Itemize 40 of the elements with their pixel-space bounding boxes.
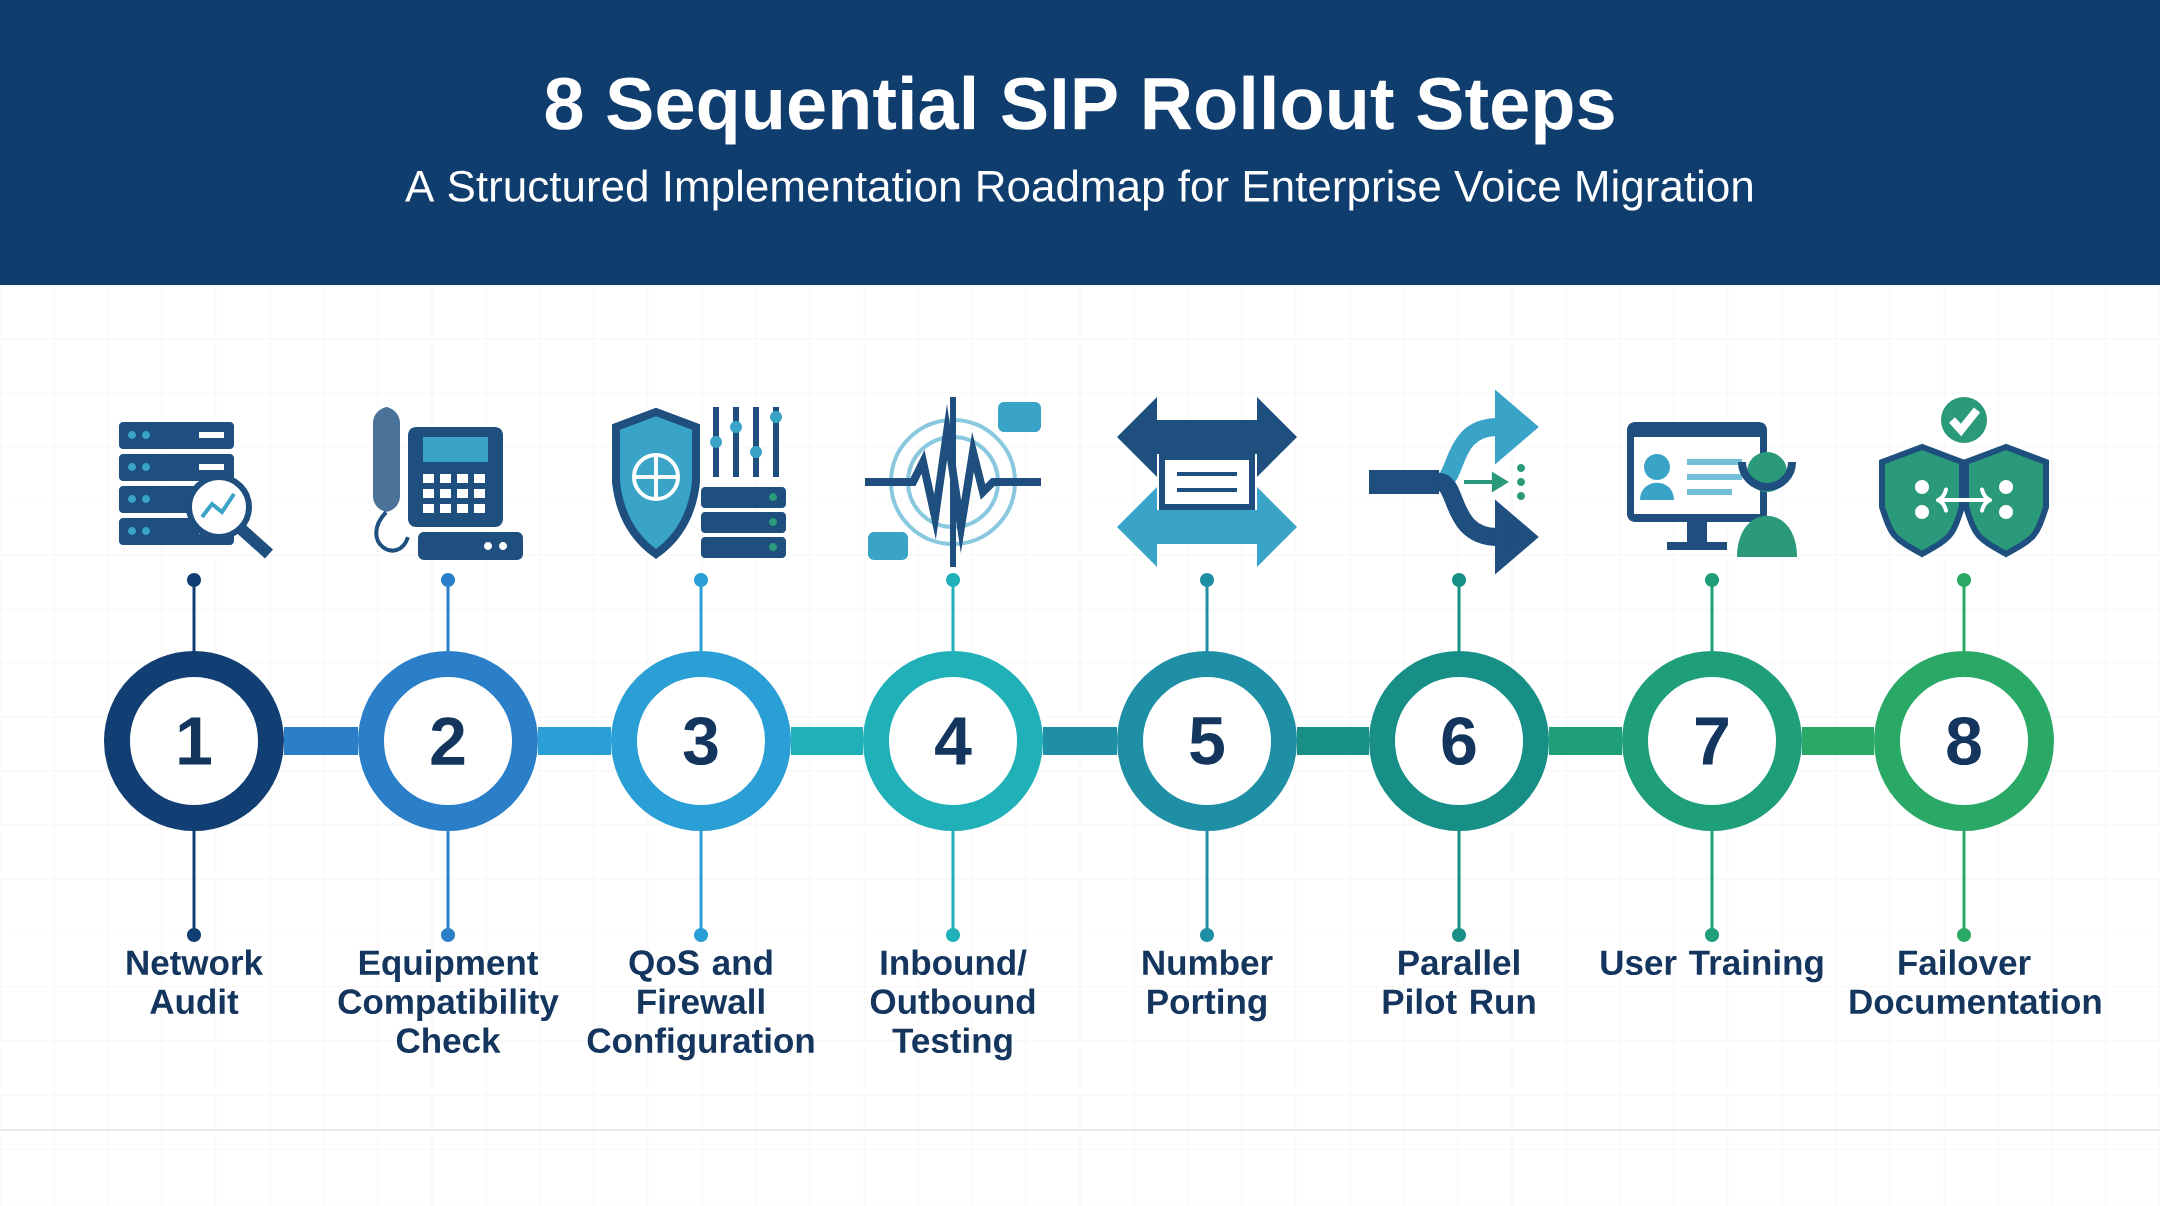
step-label: Inbound/ Outbound Testing: [870, 949, 1035, 1061]
subtitle: A Structured Implementation Roadmap for Enterprise Voice Migration: [405, 169, 1752, 211]
step-label: Failover Documentation: [1850, 949, 2101, 1015]
leader-line: [694, 572, 708, 651]
desk-phone-icon: [373, 407, 523, 560]
step-label: Network Audit: [127, 949, 264, 1015]
leader-line: [441, 831, 455, 942]
leader-line: [1200, 572, 1214, 651]
connector-bar: [284, 727, 358, 755]
connector-bar: [538, 727, 611, 755]
leader-line: [1200, 831, 1214, 942]
leader-line: [1452, 572, 1466, 651]
leader-line: [187, 831, 201, 942]
server-icon: [119, 422, 273, 559]
connector-bar: [1043, 727, 1117, 755]
leader-line: [1705, 572, 1719, 651]
leader-line: [1705, 831, 1719, 942]
leader-line: [1957, 572, 1971, 651]
leader-line: [1957, 831, 1971, 942]
waveform-icon: [865, 397, 1041, 567]
leader-line: [1452, 831, 1466, 942]
connector-bar: [1802, 727, 1874, 755]
leader-line: [946, 572, 960, 651]
step-label: QoS and Firewall Configuration: [587, 949, 814, 1061]
shield-icon: [612, 407, 786, 558]
connector-bar: [791, 727, 863, 755]
step-label: Equipment Compatibility Check: [338, 949, 559, 1054]
step-label: Parallel Pilot Run: [1383, 949, 1535, 1015]
step-label: Number Porting: [1143, 949, 1273, 1022]
leader-line: [694, 831, 708, 942]
leader-line: [946, 831, 960, 942]
step-label: User Training: [1601, 949, 1823, 983]
leader-line: [441, 572, 455, 651]
connector-bar: [1297, 727, 1369, 755]
node-label: 8: [1947, 716, 1981, 766]
arrows-icon: [1117, 397, 1297, 567]
title: 8 Sequential SIP Rollout Steps: [545, 75, 1614, 145]
leader-line: [187, 572, 201, 651]
monitor-icon: [1627, 422, 1797, 557]
connector-bar: [1549, 727, 1622, 755]
